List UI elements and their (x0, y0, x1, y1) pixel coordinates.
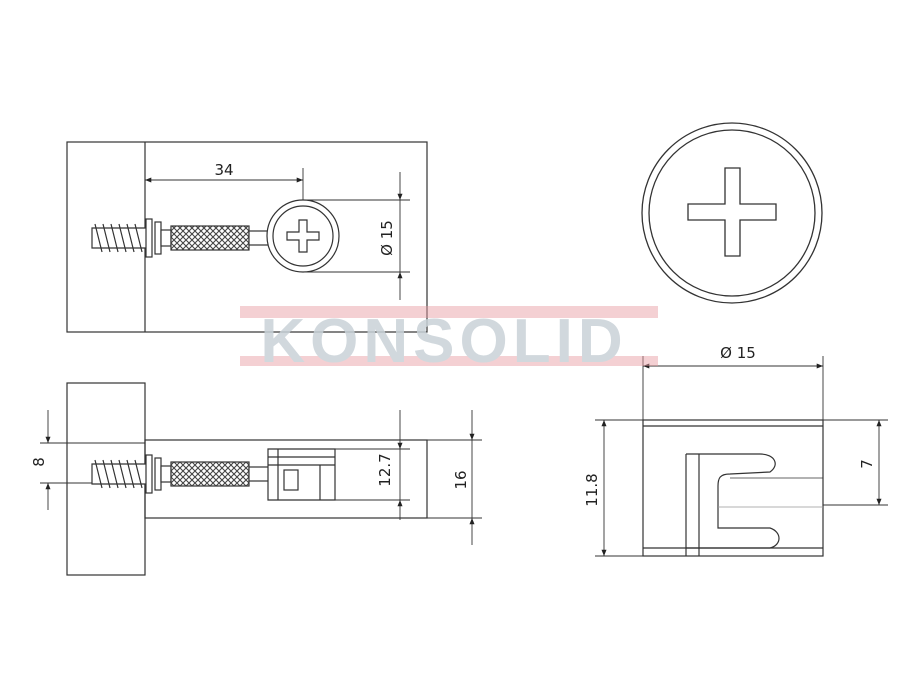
dimension-12-7 (335, 410, 410, 520)
screw-thread-top (91, 218, 172, 258)
diameter-symbol-top: Ø (378, 244, 396, 256)
cross-slot-icon (687, 167, 777, 257)
dim-label-16: 16 (452, 470, 470, 489)
screw-thread-side (91, 454, 172, 494)
watermark-band-top (240, 306, 658, 318)
cam-lock-side-section (267, 448, 336, 501)
dimension-diameter-15-top (303, 172, 410, 300)
dim-label-12-7: 12.7 (376, 453, 394, 486)
dim-label-diameter-cam: 15 (737, 344, 756, 362)
dimension-7 (823, 419, 888, 506)
knurled-dowel-top (170, 225, 250, 251)
dim-label-12-7-group: 12.7 (376, 453, 394, 486)
dim-label-11-8: 11.8 (583, 473, 601, 506)
dim-label-16-group: 16 (452, 470, 470, 489)
cam-lock-side-view (595, 356, 888, 557)
dimension-8 (40, 410, 145, 510)
dim-label-diameter-top-group: Ø 15 (378, 220, 396, 256)
cam-lock-top (266, 199, 340, 273)
dim-label-8-group: 8 (30, 457, 48, 467)
cam-lock-front-view (641, 122, 823, 304)
top-view-assembly (66, 141, 428, 333)
dimension-diameter-15-cam (642, 356, 824, 420)
dim-label-11-8-group: 11.8 (583, 473, 601, 506)
dimension-11-8 (595, 419, 643, 557)
side-view-assembly (40, 382, 482, 576)
watermark-band-bottom (240, 356, 658, 366)
knurled-dowel-side (170, 461, 250, 487)
dimension-16 (427, 410, 482, 545)
watermark-logo-text: KONSOLID (260, 307, 627, 376)
dim-label-7-group: 7 (858, 459, 876, 469)
diameter-symbol-cam: Ø (720, 344, 732, 362)
watermark: KONSOLID (240, 306, 658, 376)
board-outline-top (66, 141, 428, 333)
dim-label-34: 34 (214, 161, 233, 179)
dim-label-8: 8 (30, 457, 48, 467)
dim-label-7: 7 (858, 459, 876, 469)
dim-label-diameter-top: 15 (378, 220, 396, 239)
svg-text:Ø 15: Ø 15 (378, 220, 396, 256)
dim-label-diameter-cam-group: Ø 15 (720, 344, 756, 362)
dimension-34 (144, 168, 304, 200)
